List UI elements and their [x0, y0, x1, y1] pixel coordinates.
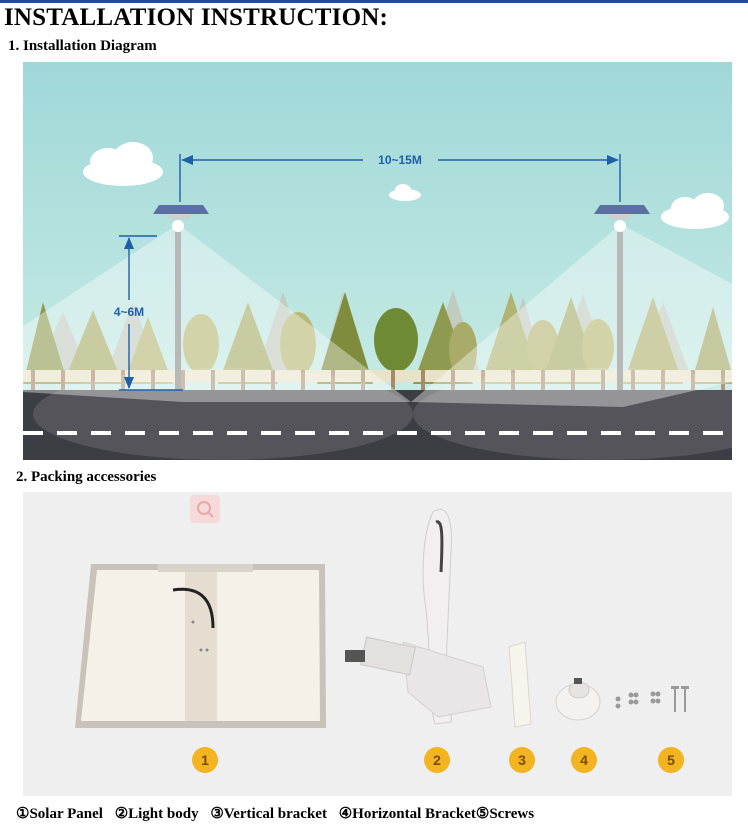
distance-dimension	[179, 154, 621, 202]
diagram-heading: 1. Installation Diagram	[8, 38, 157, 54]
caption-light-body: ②Light body	[114, 806, 199, 822]
zoom-button[interactable]	[190, 495, 220, 523]
solar-panel-image	[75, 564, 326, 728]
accessories-illustration	[75, 509, 689, 728]
caption-horizontal-bracket: ④Horizontal Bracket	[338, 806, 476, 822]
cloud-right	[661, 193, 729, 229]
badge-4: 4	[571, 747, 597, 773]
street-light-left	[153, 205, 209, 390]
badge-2: 2	[424, 747, 450, 773]
screws-image	[615, 686, 689, 712]
caption-vertical-bracket: ③Vertical bracket	[210, 806, 327, 822]
badge-1: 1	[192, 747, 218, 773]
light-body-image	[345, 509, 492, 725]
badge-5: 5	[658, 747, 684, 773]
caption-screws: ⑤Screws	[475, 806, 535, 822]
accessories-panel: 1 2 3 4 5	[23, 492, 732, 796]
cloud-left	[83, 142, 163, 186]
height-dimension	[119, 235, 183, 391]
badge-3: 3	[509, 747, 535, 773]
header-rule	[0, 0, 748, 3]
caption-solar-panel: ①Solar Panel	[16, 806, 103, 822]
cloud-middle	[389, 184, 421, 201]
accessories-heading: 2. Packing accessories	[16, 469, 157, 485]
page-title: INSTALLATION INSTRUCTION:	[4, 4, 389, 31]
horizontal-bracket-image	[555, 678, 601, 721]
magnifier-icon	[197, 501, 214, 518]
height-label: 4~6M	[114, 305, 144, 319]
installation-diagram: 10~15M 4~6M	[23, 62, 732, 460]
street-light-right	[594, 205, 650, 390]
vertical-bracket-image	[508, 641, 532, 728]
accessories-caption: ①Solar Panel ②Light body ③Vertical brack…	[16, 804, 542, 823]
distance-label: 10~15M	[378, 153, 422, 167]
